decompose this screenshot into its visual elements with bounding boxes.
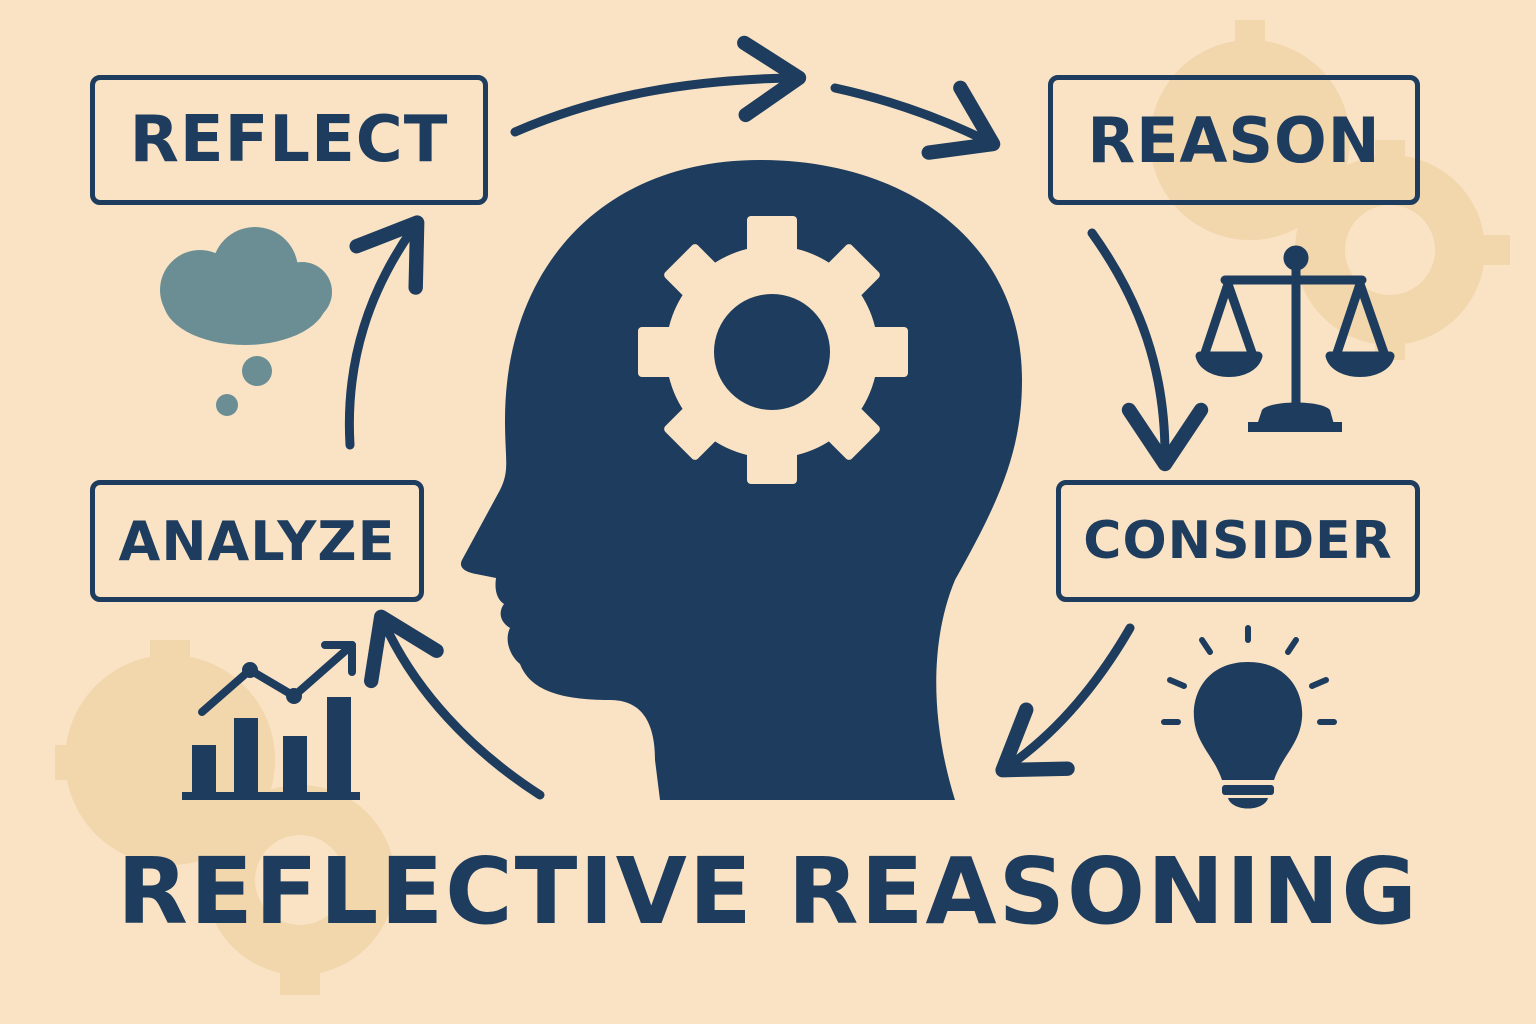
- growth-chart-icon: [182, 641, 360, 800]
- label-reflect: REFLECT: [90, 75, 488, 205]
- label-consider: CONSIDER: [1056, 480, 1420, 602]
- arrow-head-to-analyze: [363, 609, 545, 800]
- gear-icon: [638, 216, 908, 484]
- diagram-title: REFLECTIVE REASONING: [117, 838, 1419, 945]
- balance-scale-icon: [1195, 245, 1395, 432]
- arrow-reflect-to-top: [510, 35, 807, 137]
- lightbulb-icon: [1161, 625, 1337, 809]
- arrow-analyze-to-reflect: [344, 215, 425, 450]
- background-gear-bottom-left-icon: [55, 640, 395, 995]
- label-reason: REASON: [1048, 75, 1420, 205]
- label-analyze-text: ANALYZE: [118, 509, 396, 573]
- thought-cloud-icon: [160, 227, 332, 416]
- label-consider-text: CONSIDER: [1083, 511, 1393, 571]
- arrow-top-to-reason: [830, 80, 1001, 160]
- label-analyze: ANALYZE: [90, 480, 424, 602]
- label-reason-text: REASON: [1087, 103, 1381, 177]
- head-silhouette: [460, 160, 1022, 800]
- label-reflect-text: REFLECT: [129, 103, 449, 177]
- arrow-reason-to-consider: [1087, 228, 1209, 472]
- arrow-consider-to-head: [995, 623, 1135, 778]
